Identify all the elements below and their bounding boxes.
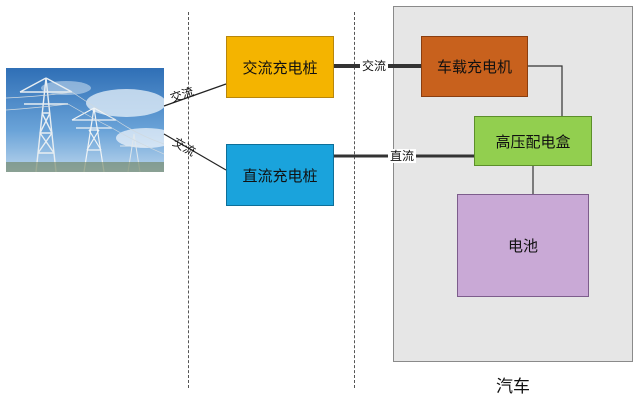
- onboard-charger: 车载充电机: [421, 36, 528, 97]
- ac-link-label: 交流: [360, 59, 389, 73]
- vehicle-label: 汽车: [496, 377, 530, 397]
- separator-line-right: [354, 12, 355, 388]
- dc-charging-pile: 直流充电桩: [226, 144, 334, 206]
- battery: 电池: [457, 194, 589, 297]
- grid-to-ac-line: [163, 83, 227, 107]
- grid-to-dc-line: [163, 133, 227, 171]
- ac-charging-pile: 交流充电桩: [226, 36, 334, 98]
- charger-to-hvbox-line: [528, 65, 563, 116]
- separator-line-left: [188, 12, 189, 388]
- hv-distribution-box: 高压配电盒: [474, 116, 592, 166]
- dc-link-label: 直流: [388, 149, 417, 163]
- power-grid-photo: [6, 68, 164, 172]
